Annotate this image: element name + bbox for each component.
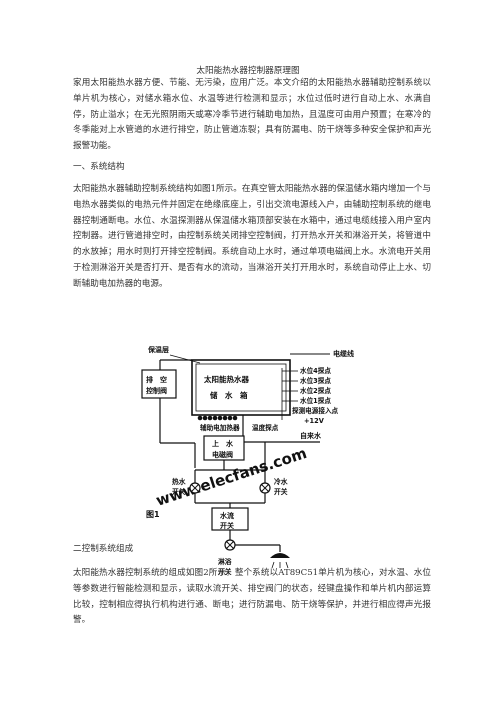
level1-label: 水位1探点 <box>300 396 331 405</box>
inlet-valve-line2: 电磁阀 <box>212 450 233 459</box>
tank-name-line2: 储 水 箱 <box>210 390 248 400</box>
shower-diagram-part: 淋浴 开关 <box>218 530 290 576</box>
level2-label: 水位2探点 <box>300 386 331 395</box>
system-structure-diagram: www.elecfans.com 保温层 太阳能热水器 储 水 箱 电缆线 水位… <box>141 345 354 531</box>
aux-heater-coil <box>197 415 238 421</box>
hot-switch-line1: 热水 <box>172 477 186 486</box>
figure-caption: 图1 <box>146 510 160 519</box>
tank-name-line1: 太阳能热水器 <box>204 374 249 384</box>
probe-power-label: 探测电源接入点 <box>292 406 339 415</box>
shower-switch-line1: 淋浴 <box>218 557 232 566</box>
section2-paragraph: 太阳能热水器控制系统的组成如图2所示。整个系统以AT89C51单片机为核心，对水… <box>73 568 431 626</box>
storage-tank-inner <box>195 363 287 412</box>
drain-valve-line2: 控制阀 <box>146 386 167 395</box>
level4-label: 水位4探点 <box>300 366 331 375</box>
section-heading-2: 二控制系统组成 <box>73 544 134 554</box>
tap-water-label: 自来水 <box>300 431 322 440</box>
drain-valve-line1: 排 空 <box>146 375 167 384</box>
inlet-solenoid-valve <box>203 435 245 461</box>
cold-switch-line2: 开关 <box>274 487 288 496</box>
section1-paragraph: 太阳能热水器辅助控制系统结构如图1所示。在真空管太阳能热水器的保温储水箱内增加一… <box>73 184 431 289</box>
storage-tank-outer <box>191 359 291 416</box>
document-title: 太阳能热水器控制器原理图 <box>196 66 300 76</box>
cable-label: 电缆线 <box>333 349 354 358</box>
hot-switch-line2: 开关 <box>172 487 186 496</box>
aux-heater-label: 辅助电加热器 <box>200 423 240 432</box>
insulation-leader <box>169 354 201 364</box>
insulation-label: 保温层 <box>147 345 169 354</box>
voltage-label: +12V <box>304 417 325 425</box>
cold-switch-line1: 冷水 <box>274 477 288 486</box>
inlet-valve-line1: 上 水 <box>212 439 234 448</box>
temp-probe-label: 温度探点 <box>252 423 279 432</box>
shower-head-icon <box>270 553 290 558</box>
level3-label: 水位3探点 <box>300 376 331 385</box>
flow-switch-line1: 水流 <box>220 511 234 520</box>
shower-switch-line2: 开关 <box>218 567 232 576</box>
flow-switch-line2: 开关 <box>220 521 234 530</box>
drain-control-valve <box>141 369 177 399</box>
section-heading-1: 一、系统结构 <box>73 162 125 172</box>
intro-paragraph: 家用太阳能热水器方便、节能、无污染，应用广泛。本文介绍的太阳能热水器辅助控制系统… <box>73 78 431 152</box>
